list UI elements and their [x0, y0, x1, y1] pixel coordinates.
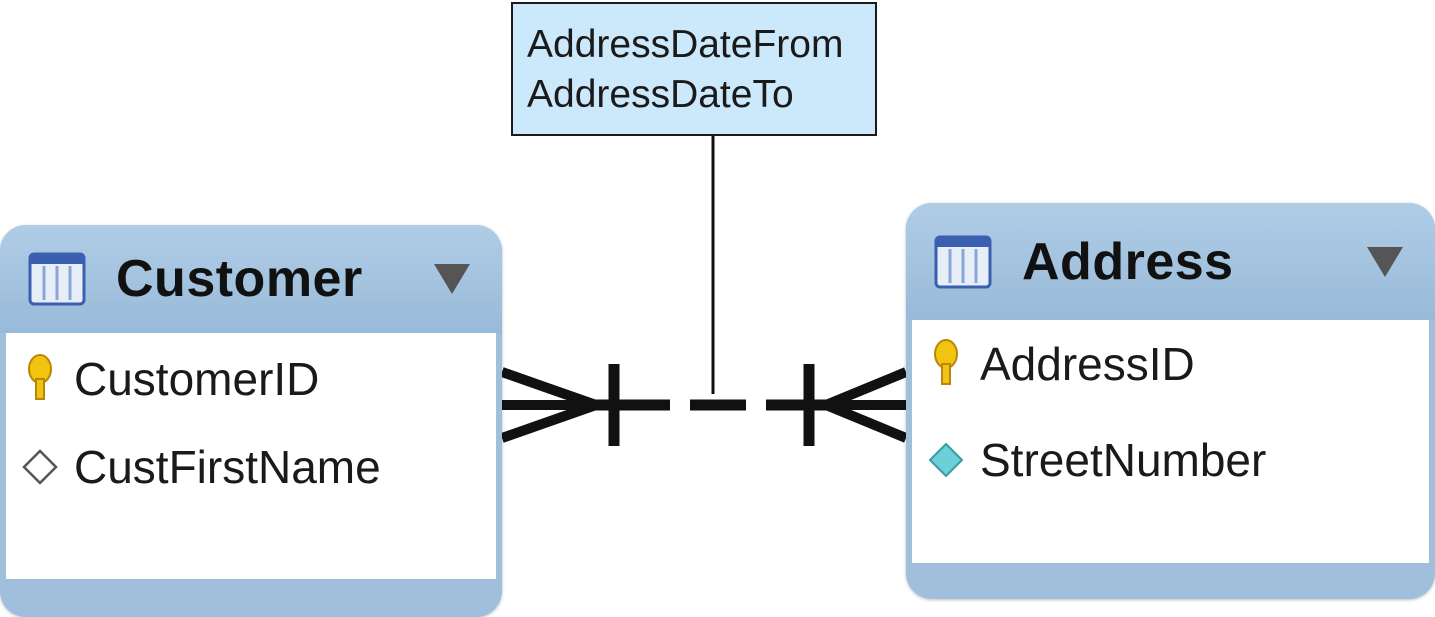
address-crows-foot	[824, 367, 908, 443]
table-icon	[28, 252, 86, 306]
dropdown-triangle-icon[interactable]	[1365, 245, 1405, 279]
customer-entity-header[interactable]: Customer	[0, 225, 502, 333]
address-entity[interactable]: Address AddressID StreetNumber	[906, 203, 1435, 599]
relationship-attribute-address-date-to: AddressDateTo	[527, 73, 794, 116]
address-entity-header[interactable]: Address	[906, 203, 1435, 320]
attribute-label: CustFirstName	[74, 441, 381, 493]
attribute-row-customer-id[interactable]: CustomerID	[6, 339, 496, 419]
customer-entity-title: Customer	[116, 250, 363, 308]
attribute-label: CustomerID	[74, 353, 320, 405]
attribute-label: AddressID	[980, 338, 1195, 390]
customer-crows-foot	[500, 367, 598, 443]
hollow-diamond-icon	[22, 449, 58, 485]
address-entity-title: Address	[1022, 232, 1234, 291]
customer-entity[interactable]: Customer CustomerID CustFirstName	[0, 225, 502, 617]
primary-key-icon	[28, 354, 52, 400]
attribute-row-cust-first-name[interactable]: CustFirstName	[6, 427, 496, 507]
filled-diamond-icon	[928, 442, 964, 478]
table-icon	[934, 235, 992, 288]
attribute-row-address-id[interactable]: AddressID	[912, 324, 1429, 404]
customer-attribute-list: CustomerID CustFirstName	[6, 333, 496, 579]
relationship-attribute-address-date-from: AddressDateFrom	[527, 23, 844, 66]
attribute-row-street-number[interactable]: StreetNumber	[912, 420, 1429, 500]
address-attribute-list: AddressID StreetNumber	[912, 320, 1429, 563]
dropdown-triangle-icon[interactable]	[432, 262, 472, 296]
attribute-label: StreetNumber	[980, 434, 1267, 486]
primary-key-icon	[934, 339, 958, 385]
relationship-attributes-box[interactable]: AddressDateFrom AddressDateTo	[511, 2, 877, 136]
